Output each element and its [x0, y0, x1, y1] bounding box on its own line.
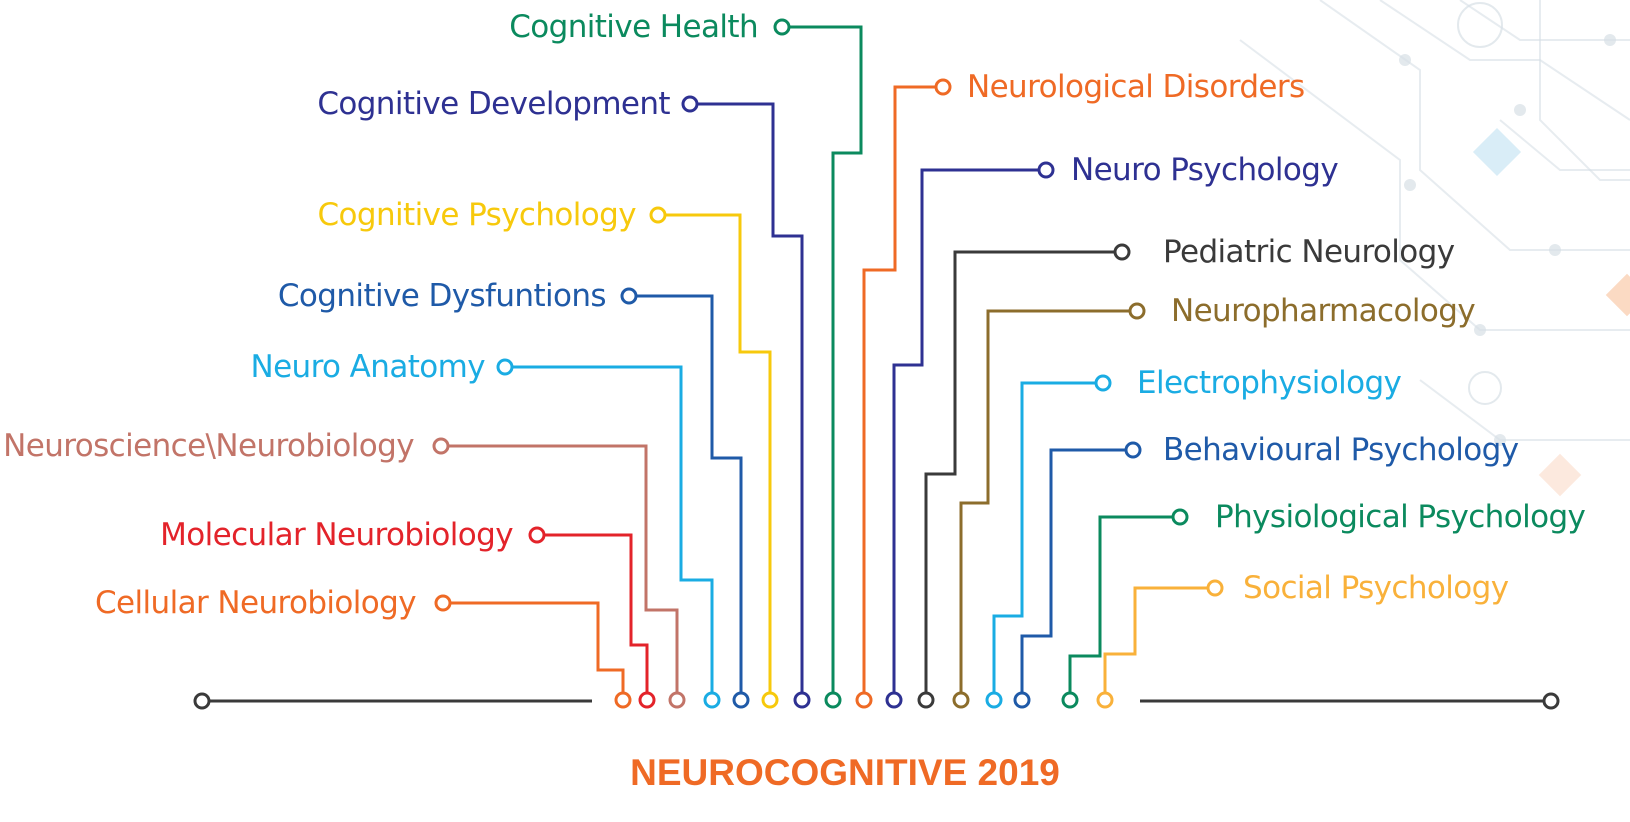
connector-behavioural-psychology — [1020, 448, 1133, 700]
end-dot-neuropharmacology — [1128, 302, 1146, 320]
end-dot-physiological-psychology — [1171, 508, 1189, 526]
base-dot-social-psychology — [1096, 691, 1114, 709]
topic-label-social-psychology: Social Psychology — [1243, 570, 1509, 606]
circuit-node-0 — [1399, 54, 1411, 66]
topic-label-neuroscience-neurobiology: Neuroscience\Neurobiology — [3, 428, 414, 464]
connector-social-psychology — [1103, 586, 1215, 700]
circuit-node-4 — [1474, 324, 1486, 336]
topic-label-behavioural-psychology: Behavioural Psychology — [1163, 432, 1519, 468]
end-dot-cognitive-health — [773, 18, 791, 36]
end-dot-cognitive-psychology — [649, 206, 667, 224]
decor-diamond-orange — [1605, 273, 1630, 317]
topic-label-neuropharmacology: Neuropharmacology — [1171, 293, 1475, 329]
connector-pediatric-neurology — [924, 250, 1122, 700]
topic-label-cellular-neurobiology: Cellular Neurobiology — [95, 585, 416, 621]
circuit-node-5 — [1604, 34, 1616, 46]
base-dot-neuropharmacology — [952, 691, 970, 709]
end-dot-neuroscience-neurobiology — [432, 437, 450, 455]
topic-label-cognitive-development: Cognitive Development — [317, 86, 670, 122]
topic-label-neuro-psychology: Neuro Psychology — [1071, 152, 1338, 188]
topic-label-molecular-neurobiology: Molecular Neurobiology — [160, 517, 513, 553]
end-dot-neuro-psychology — [1037, 161, 1055, 179]
circuit-trace-3 — [1239, 39, 1630, 331]
connector-cognitive-psychology — [658, 213, 772, 700]
circuit-trace-2 — [1459, 0, 1630, 41]
connector-neuro-psychology — [892, 168, 1046, 700]
topic-label-cognitive-health: Cognitive Health — [509, 9, 758, 45]
circuit-ring — [1457, 2, 1503, 48]
base-dot-physiological-psychology — [1061, 691, 1079, 709]
background-circuit-decoration — [1239, 0, 1630, 497]
circuit-node-2 — [1404, 179, 1416, 191]
circuit-node-1 — [1514, 104, 1526, 116]
topic-label-physiological-psychology: Physiological Psychology — [1215, 499, 1586, 535]
base-dot-cognitive-health — [824, 691, 842, 709]
circuit-node-6 — [1494, 434, 1506, 446]
base-dot-molecular-neurobiology — [638, 691, 656, 709]
end-dot-molecular-neurobiology — [528, 526, 546, 544]
end-dot-pediatric-neurology — [1113, 243, 1131, 261]
base-dot-behavioural-psychology — [1013, 691, 1031, 709]
end-dot-behavioural-psychology — [1124, 441, 1142, 459]
base-dot-pediatric-neurology — [917, 691, 935, 709]
end-dot-cellular-neurobiology — [434, 594, 452, 612]
base-dot-electrophysiology — [985, 691, 1003, 709]
topic-label-neurological-disorders: Neurological Disorders — [967, 69, 1305, 105]
connector-cellular-neurobiology — [443, 601, 625, 700]
connector-cognitive-development — [690, 102, 804, 700]
base-dot-neuro-anatomy — [703, 691, 721, 709]
end-dot-social-psychology — [1206, 579, 1224, 597]
base-dot-cognitive-dysfuntions — [732, 691, 750, 709]
circuit-node-3 — [1549, 244, 1561, 256]
connector-neuro-anatomy — [505, 365, 714, 700]
circuit-trace-1 — [1379, 0, 1630, 121]
decor-diamond-peach — [1538, 453, 1582, 497]
connector-neurological-disorders — [862, 85, 943, 700]
topic-label-cognitive-dysfuntions: Cognitive Dysfuntions — [278, 278, 606, 314]
connector-physiological-psychology — [1068, 515, 1180, 700]
baseline-right-end-dot — [1542, 692, 1560, 710]
topic-label-neuro-anatomy: Neuro Anatomy — [250, 349, 485, 385]
end-dot-neuro-anatomy — [496, 358, 514, 376]
circuit-trace-5 — [1419, 379, 1630, 441]
baseline — [193, 692, 1560, 710]
circuit-trace-6 — [1539, 0, 1630, 181]
base-dot-neurological-disorders — [855, 691, 873, 709]
end-dot-cognitive-development — [681, 95, 699, 113]
baseline-left-end-dot — [193, 692, 211, 710]
topic-label-electrophysiology: Electrophysiology — [1137, 365, 1402, 401]
topic-connectors — [432, 18, 1224, 709]
circuit-trace-0 — [1319, 0, 1630, 251]
end-dot-electrophysiology — [1094, 374, 1112, 392]
connector-electrophysiology — [992, 381, 1103, 700]
base-dot-cognitive-psychology — [761, 691, 779, 709]
connector-cognitive-dysfuntions — [629, 294, 743, 700]
base-dot-cognitive-development — [793, 691, 811, 709]
connector-neuropharmacology — [959, 309, 1137, 700]
topic-label-cognitive-psychology: Cognitive Psychology — [318, 197, 637, 233]
circuit-ring-small — [1468, 371, 1502, 405]
base-dot-cellular-neurobiology — [614, 691, 632, 709]
topic-label-pediatric-neurology: Pediatric Neurology — [1163, 234, 1455, 270]
base-dot-neuro-psychology — [885, 691, 903, 709]
base-dot-neuroscience-neurobiology — [668, 691, 686, 709]
page-title: NEUROCOGNITIVE 2019 — [630, 752, 1060, 793]
end-dot-neurological-disorders — [934, 78, 952, 96]
connector-neuroscience-neurobiology — [441, 444, 679, 700]
connector-molecular-neurobiology — [537, 533, 649, 700]
decor-diamond-blue — [1472, 127, 1522, 177]
end-dot-cognitive-dysfuntions — [620, 287, 638, 305]
connector-cognitive-health — [782, 25, 863, 700]
circuit-trace-4 — [1499, 119, 1630, 171]
